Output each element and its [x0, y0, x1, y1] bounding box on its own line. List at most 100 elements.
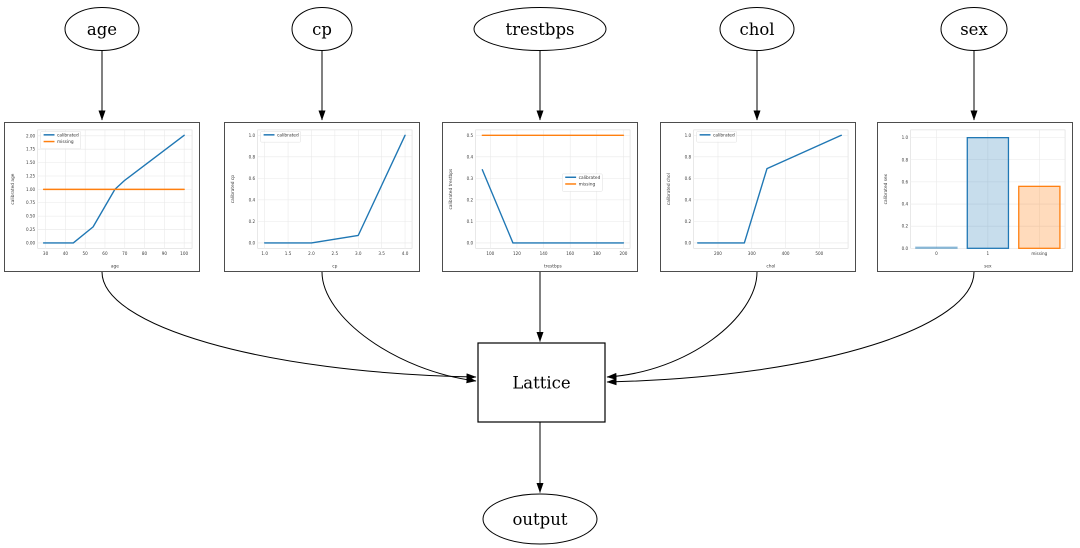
- y-axis-label: calibrated cp: [230, 175, 236, 203]
- legend-label-missing: missing: [57, 139, 74, 145]
- x-axis-label: trestbps: [544, 264, 563, 270]
- x-tick-label: 100: [180, 251, 188, 256]
- plot-area: [475, 129, 631, 249]
- x-tick-label: 120: [513, 251, 521, 256]
- y-tick-label: 0.2: [249, 219, 256, 224]
- y-tick-label: 1.0: [685, 133, 692, 138]
- y-axis-label: calibrated age: [10, 173, 16, 204]
- y-tick-label: 1.0: [902, 135, 909, 140]
- y-tick-label: 1.50: [26, 160, 36, 165]
- x-tick-label: 0: [935, 251, 938, 256]
- edge-sex-calibrator-to-lattice: [606, 271, 975, 386]
- x-tick-label: 2.0: [308, 251, 315, 256]
- x-tick-label: 2.5: [332, 251, 339, 256]
- x-tick-label: 140: [540, 251, 548, 256]
- y-tick-label: 0.00: [26, 240, 36, 245]
- calibrator-chart-chol-plot: 0.0 0.2 0.4 0.6 0.8 1.0 200 300 400 500 calibrated…: [666, 129, 849, 270]
- x-tick-label: 1.0: [261, 251, 268, 256]
- input-node-chol-label: chol: [739, 20, 774, 39]
- legend-label-missing: missing: [579, 182, 596, 188]
- legend-box: [40, 131, 81, 150]
- input-node-cp: cp: [291, 7, 353, 51]
- input-node-trestbps-label: trestbps: [506, 20, 575, 39]
- calibrator-chart-chol: 0.0 0.2 0.4 0.6 0.8 1.0 200 300 400 500 calibrated…: [660, 122, 856, 272]
- y-tick-label: 0.2: [467, 197, 474, 202]
- legend-label-calibrated: calibrated: [713, 132, 735, 138]
- edge-chol-calibrator-to-lattice: [606, 271, 758, 380]
- x-tick-label: 160: [566, 251, 574, 256]
- x-tick-label: missing: [1031, 251, 1047, 256]
- input-node-age-label: age: [87, 20, 117, 39]
- x-tick-label: 30: [43, 251, 49, 256]
- x-tick-label: 80: [142, 251, 148, 256]
- x-tick-label: 200: [619, 251, 627, 256]
- series-line-calibrated: [42, 134, 185, 244]
- series-line-calibrated: [481, 169, 625, 244]
- bar-1: [966, 137, 1010, 249]
- y-tick-label: 0.0: [902, 246, 909, 251]
- x-tick-label: 180: [593, 251, 601, 256]
- y-tick-label: 0.4: [467, 154, 474, 159]
- x-tick-label: 3.0: [355, 251, 362, 256]
- y-axis-label: calibrated chol: [666, 173, 672, 205]
- y-tick-label: 0.25: [26, 227, 36, 232]
- y-tick-label: 0.2: [685, 219, 692, 224]
- y-tick-label: 0.4: [249, 197, 256, 202]
- x-axis-label: sex: [984, 265, 992, 270]
- x-tick-label: 1.5: [285, 251, 292, 256]
- series-line-calibrated: [697, 134, 843, 244]
- x-tick-label: 300: [748, 251, 756, 256]
- plot-area: [693, 129, 849, 249]
- input-node-trestbps-ellipse: [473, 7, 607, 51]
- y-tick-label: 0.8: [249, 154, 256, 159]
- x-tick-label: 400: [782, 251, 790, 256]
- y-tick-label: 0.6: [902, 179, 909, 184]
- x-tick-label: 200: [714, 251, 722, 256]
- y-tick-label: 0.3: [467, 176, 474, 181]
- y-tick-label: 1.75: [26, 147, 36, 152]
- lattice-node: Lattice: [477, 342, 606, 423]
- y-tick-label: 0.6: [685, 176, 692, 181]
- x-tick-label: 90: [162, 251, 168, 256]
- y-axis-label: calibrated sex: [883, 173, 889, 204]
- output-node: output: [482, 493, 598, 545]
- input-node-sex-ellipse: [940, 7, 1008, 51]
- y-tick-label: 0.75: [26, 200, 36, 205]
- y-tick-label: 0.0: [249, 240, 256, 245]
- output-node-label: output: [512, 510, 567, 529]
- x-axis-label: age: [111, 265, 119, 270]
- legend-label-calibrated: calibrated: [277, 132, 299, 138]
- input-node-trestbps: trestbps: [473, 7, 607, 51]
- input-node-chol: chol: [719, 7, 795, 51]
- lattice-node-box: [477, 342, 606, 423]
- y-tick-label: 2.00: [26, 133, 36, 138]
- x-tick-label: 50: [83, 251, 89, 256]
- bar-missing: [1018, 185, 1061, 249]
- edge-age-calibrator-to-lattice: [101, 271, 477, 381]
- y-tick-label: 0.0: [685, 240, 692, 245]
- y-tick-label: 0.4: [685, 197, 692, 202]
- x-axis-label: cp: [332, 265, 337, 270]
- y-tick-label: 0.2: [902, 224, 909, 229]
- output-node-ellipse: [482, 493, 598, 545]
- x-tick-label: 40: [63, 251, 69, 256]
- y-tick-label: 1.0: [249, 133, 256, 138]
- input-node-cp-ellipse: [291, 7, 353, 51]
- lattice-node-label: Lattice: [512, 374, 570, 393]
- y-tick-label: 0.0: [467, 240, 474, 245]
- input-node-cp-label: cp: [312, 20, 332, 39]
- x-tick-label: 60: [102, 251, 108, 256]
- y-tick-label: 0.5: [467, 133, 474, 138]
- legend-label-calibrated: calibrated: [57, 132, 79, 138]
- input-node-sex-label: sex: [960, 20, 988, 39]
- input-node-chol-ellipse: [719, 7, 795, 51]
- y-tick-label: 0.8: [685, 154, 692, 159]
- y-tick-label: 0.6: [249, 176, 256, 181]
- x-axis-label: chol: [766, 264, 775, 270]
- legend-box: [562, 173, 603, 192]
- y-tick-label: 0.8: [902, 157, 909, 162]
- x-tick-label: 500: [815, 251, 823, 256]
